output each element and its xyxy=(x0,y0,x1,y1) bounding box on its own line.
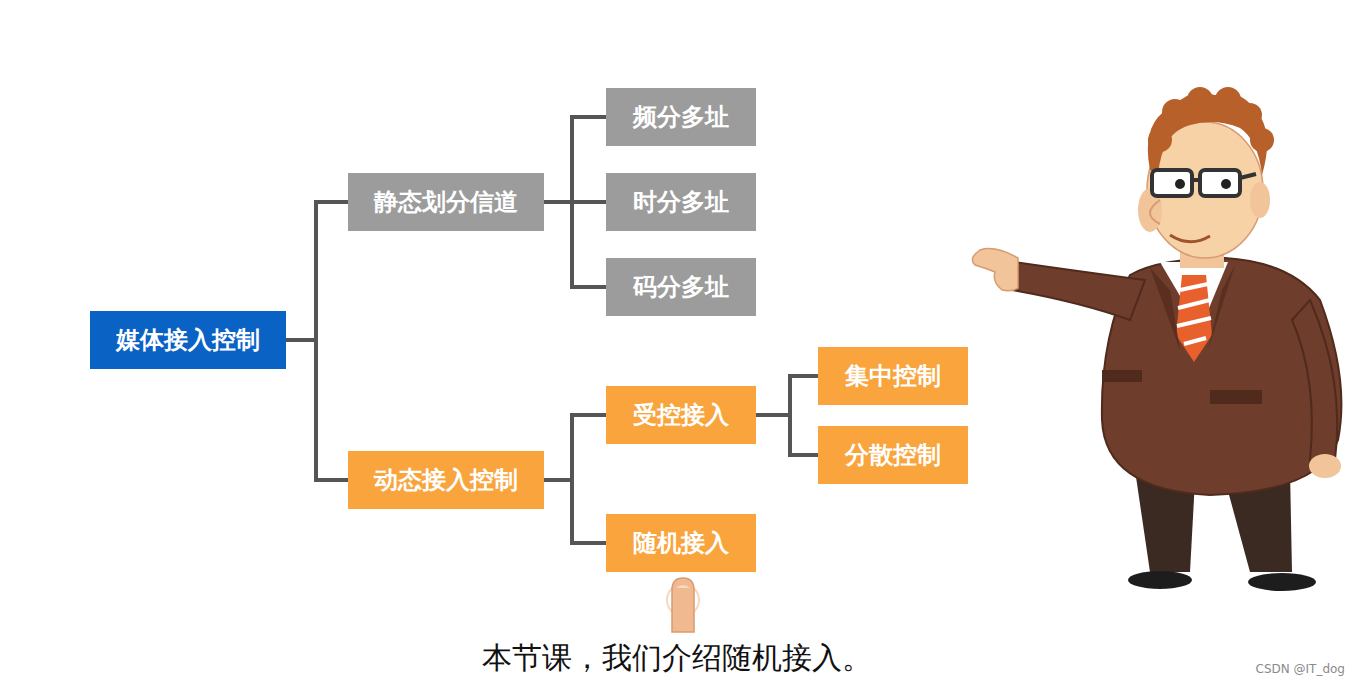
tree-connector xyxy=(286,340,348,480)
tree-connector xyxy=(544,415,606,480)
tree-connector xyxy=(286,202,348,340)
node-label: 随机接入 xyxy=(633,529,729,558)
method-box: 码分多址 xyxy=(606,258,756,316)
tree-connector xyxy=(756,376,818,415)
node-label: 集中控制 xyxy=(845,362,941,391)
caption-text: 本节课，我们介绍随机接入。 xyxy=(482,640,872,675)
tree-connector xyxy=(544,480,606,543)
method-box: 时分多址 xyxy=(606,173,756,231)
watermark-text: CSDN @IT_dog xyxy=(1256,662,1345,676)
watermark: CSDN @IT_dog xyxy=(1256,658,1345,677)
pointing-finger xyxy=(667,578,699,632)
node-label: 受控接入 xyxy=(633,401,729,430)
method-box: 频分多址 xyxy=(606,88,756,146)
method-box: 受控接入 xyxy=(606,386,756,444)
root-box: 媒体接入控制 xyxy=(90,311,286,369)
node-label: 静态划分信道 xyxy=(374,188,518,217)
node-label: 分散控制 xyxy=(845,441,941,470)
tree-connector xyxy=(544,202,606,287)
node-label: 码分多址 xyxy=(633,273,729,302)
node-label: 时分多址 xyxy=(633,188,729,217)
method-box: 集中控制 xyxy=(818,347,968,405)
node-label: 频分多址 xyxy=(633,103,729,132)
node-label: 媒体接入控制 xyxy=(116,326,260,355)
node-label: 动态接入控制 xyxy=(374,466,518,495)
tree-connector xyxy=(544,117,606,202)
subtitle-caption: 本节课，我们介绍随机接入。 xyxy=(0,638,1353,679)
method-box: 分散控制 xyxy=(818,426,968,484)
method-box: 随机接入 xyxy=(606,514,756,572)
cartoon-man xyxy=(972,87,1341,591)
category-box: 动态接入控制 xyxy=(348,451,544,509)
tree-connector xyxy=(756,415,818,455)
category-box: 静态划分信道 xyxy=(348,173,544,231)
